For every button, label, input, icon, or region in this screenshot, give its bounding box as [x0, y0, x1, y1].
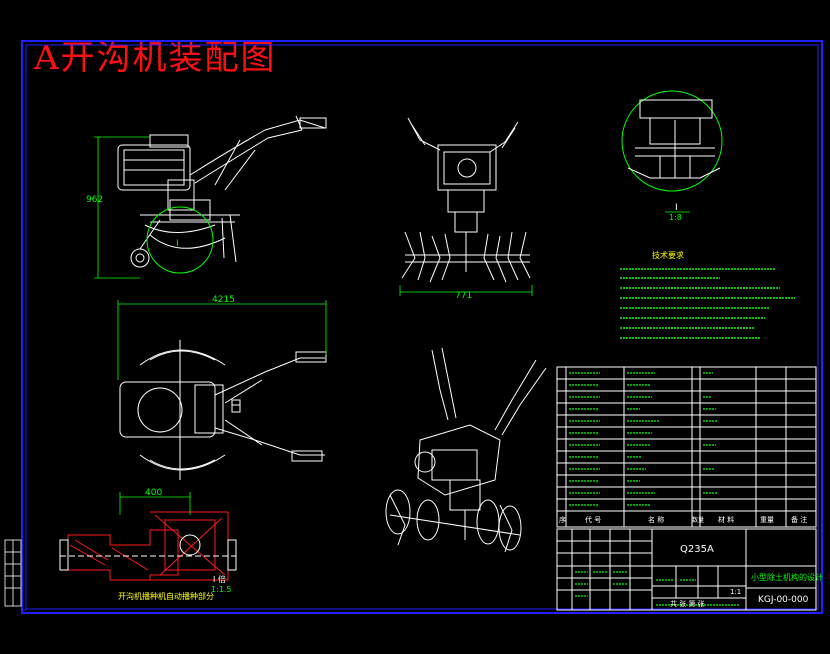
width-dimension: 771	[455, 291, 472, 301]
header-index: 序	[559, 515, 566, 524]
parts-list-entries	[569, 372, 718, 506]
side-view-dimension	[94, 136, 150, 279]
top-view-dimension	[117, 300, 327, 380]
header-remarks: 备 注	[791, 515, 807, 524]
section-caption: 开沟机播种机自动播种部分	[118, 591, 214, 601]
title-block	[556, 528, 817, 611]
length-dimension: 4215	[212, 295, 235, 305]
outer-frame	[21, 40, 823, 614]
parts-list-header: 序 代 号 名 称 数量 材 料 重量 备 注	[559, 515, 807, 524]
header-name: 名 称	[648, 515, 664, 524]
section-scale-value: 1:1.5	[211, 585, 232, 594]
header-material: 材 料	[718, 515, 734, 524]
notes-heading: 技术要求	[652, 250, 684, 260]
isometric-view	[385, 347, 547, 553]
front-view-dimension	[399, 285, 533, 296]
parts-list-table	[556, 366, 817, 528]
side-view	[117, 115, 327, 274]
left-margin-stamp	[4, 539, 22, 607]
header-quantity: 数量	[692, 516, 704, 524]
drawing-number-text: KGJ-00-000	[758, 595, 809, 605]
detail-view	[621, 90, 723, 192]
scale-text: 1:1	[730, 588, 741, 596]
top-view	[119, 340, 327, 480]
section-view-dimension	[119, 492, 191, 515]
section-view	[59, 511, 237, 581]
detail-scale-value: 1:8	[669, 213, 682, 222]
sheet-info-text: 共 张 第 张	[670, 599, 705, 608]
material-text: Q235A	[680, 544, 714, 555]
detail-scale-label: I	[675, 203, 678, 213]
height-dimension: 962	[86, 195, 103, 205]
title-block-entries	[575, 571, 740, 606]
detail-marker: I	[176, 239, 179, 249]
front-view	[401, 117, 531, 283]
drawing-name-text: 小型除土机构的设计	[751, 572, 823, 582]
technical-notes-lines	[620, 268, 795, 339]
inner-frame	[25, 44, 819, 610]
section-scale-label: I 倍	[213, 574, 226, 584]
header-weight: 重量	[760, 516, 774, 524]
header-code: 代 号	[585, 515, 601, 524]
section-width-dimension: 400	[145, 488, 162, 498]
